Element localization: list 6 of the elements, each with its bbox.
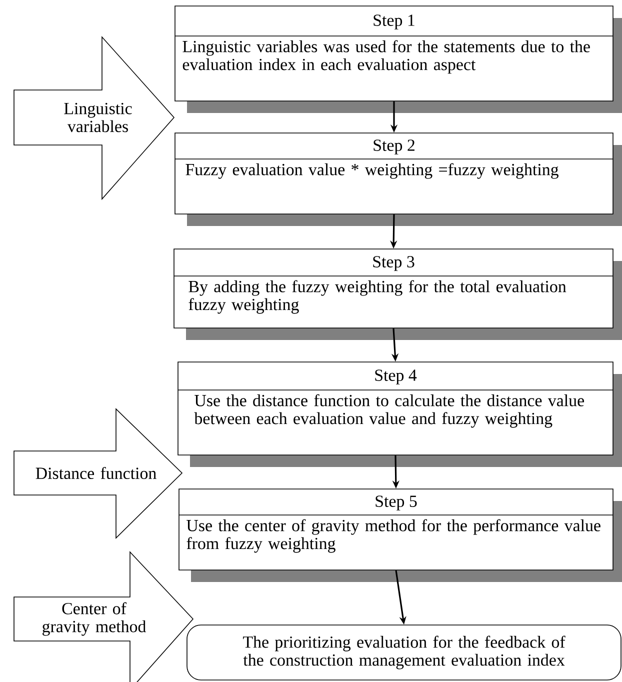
step-box: Step 2 Fuzzy evaluation value * weighting =fuzzy weighting: [174, 132, 622, 226]
step-box: Step 5 Use the center of gravity method for the performance value from fuzzy weighting: [178, 488, 622, 582]
step-box: Step 1 Linguistic variables was used for the statements due to the evaluation index in each evaluation aspect: [174, 6, 622, 113]
step-box: Step 3 By adding the fuzzy weighting for the total evaluation fuzzy weighting: [174, 248, 622, 340]
step-box: Step 4 Use the distance function to calculate the distance value between each evaluation value and fuzzy weighting: [178, 362, 622, 467]
rounded-box: The prioritizing evaluation for the feedback of the construction management evaluation index: [186, 624, 622, 680]
